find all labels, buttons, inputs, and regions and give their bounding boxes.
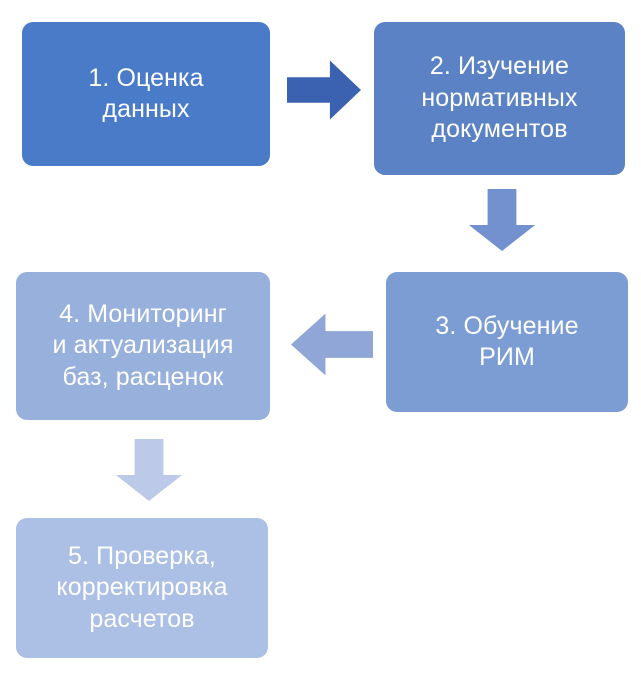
flow-node-step-3[interactable]: 3. Обучение РИМ bbox=[386, 272, 628, 412]
flow-node-step-2[interactable]: 2. Изучение нормативных документов bbox=[374, 22, 625, 175]
flow-node-step-4[interactable]: 4. Мониторинг и актуализация баз, расцен… bbox=[16, 272, 270, 420]
flow-node-step-1[interactable]: 1. Оценка данных bbox=[22, 22, 270, 166]
arrow-down-icon bbox=[113, 439, 185, 501]
arrow-left-icon bbox=[291, 311, 373, 378]
arrow-down-icon bbox=[466, 189, 538, 251]
flow-node-step-5[interactable]: 5. Проверка, корректировка расчетов bbox=[16, 518, 268, 658]
arrow-right-icon bbox=[287, 58, 361, 122]
